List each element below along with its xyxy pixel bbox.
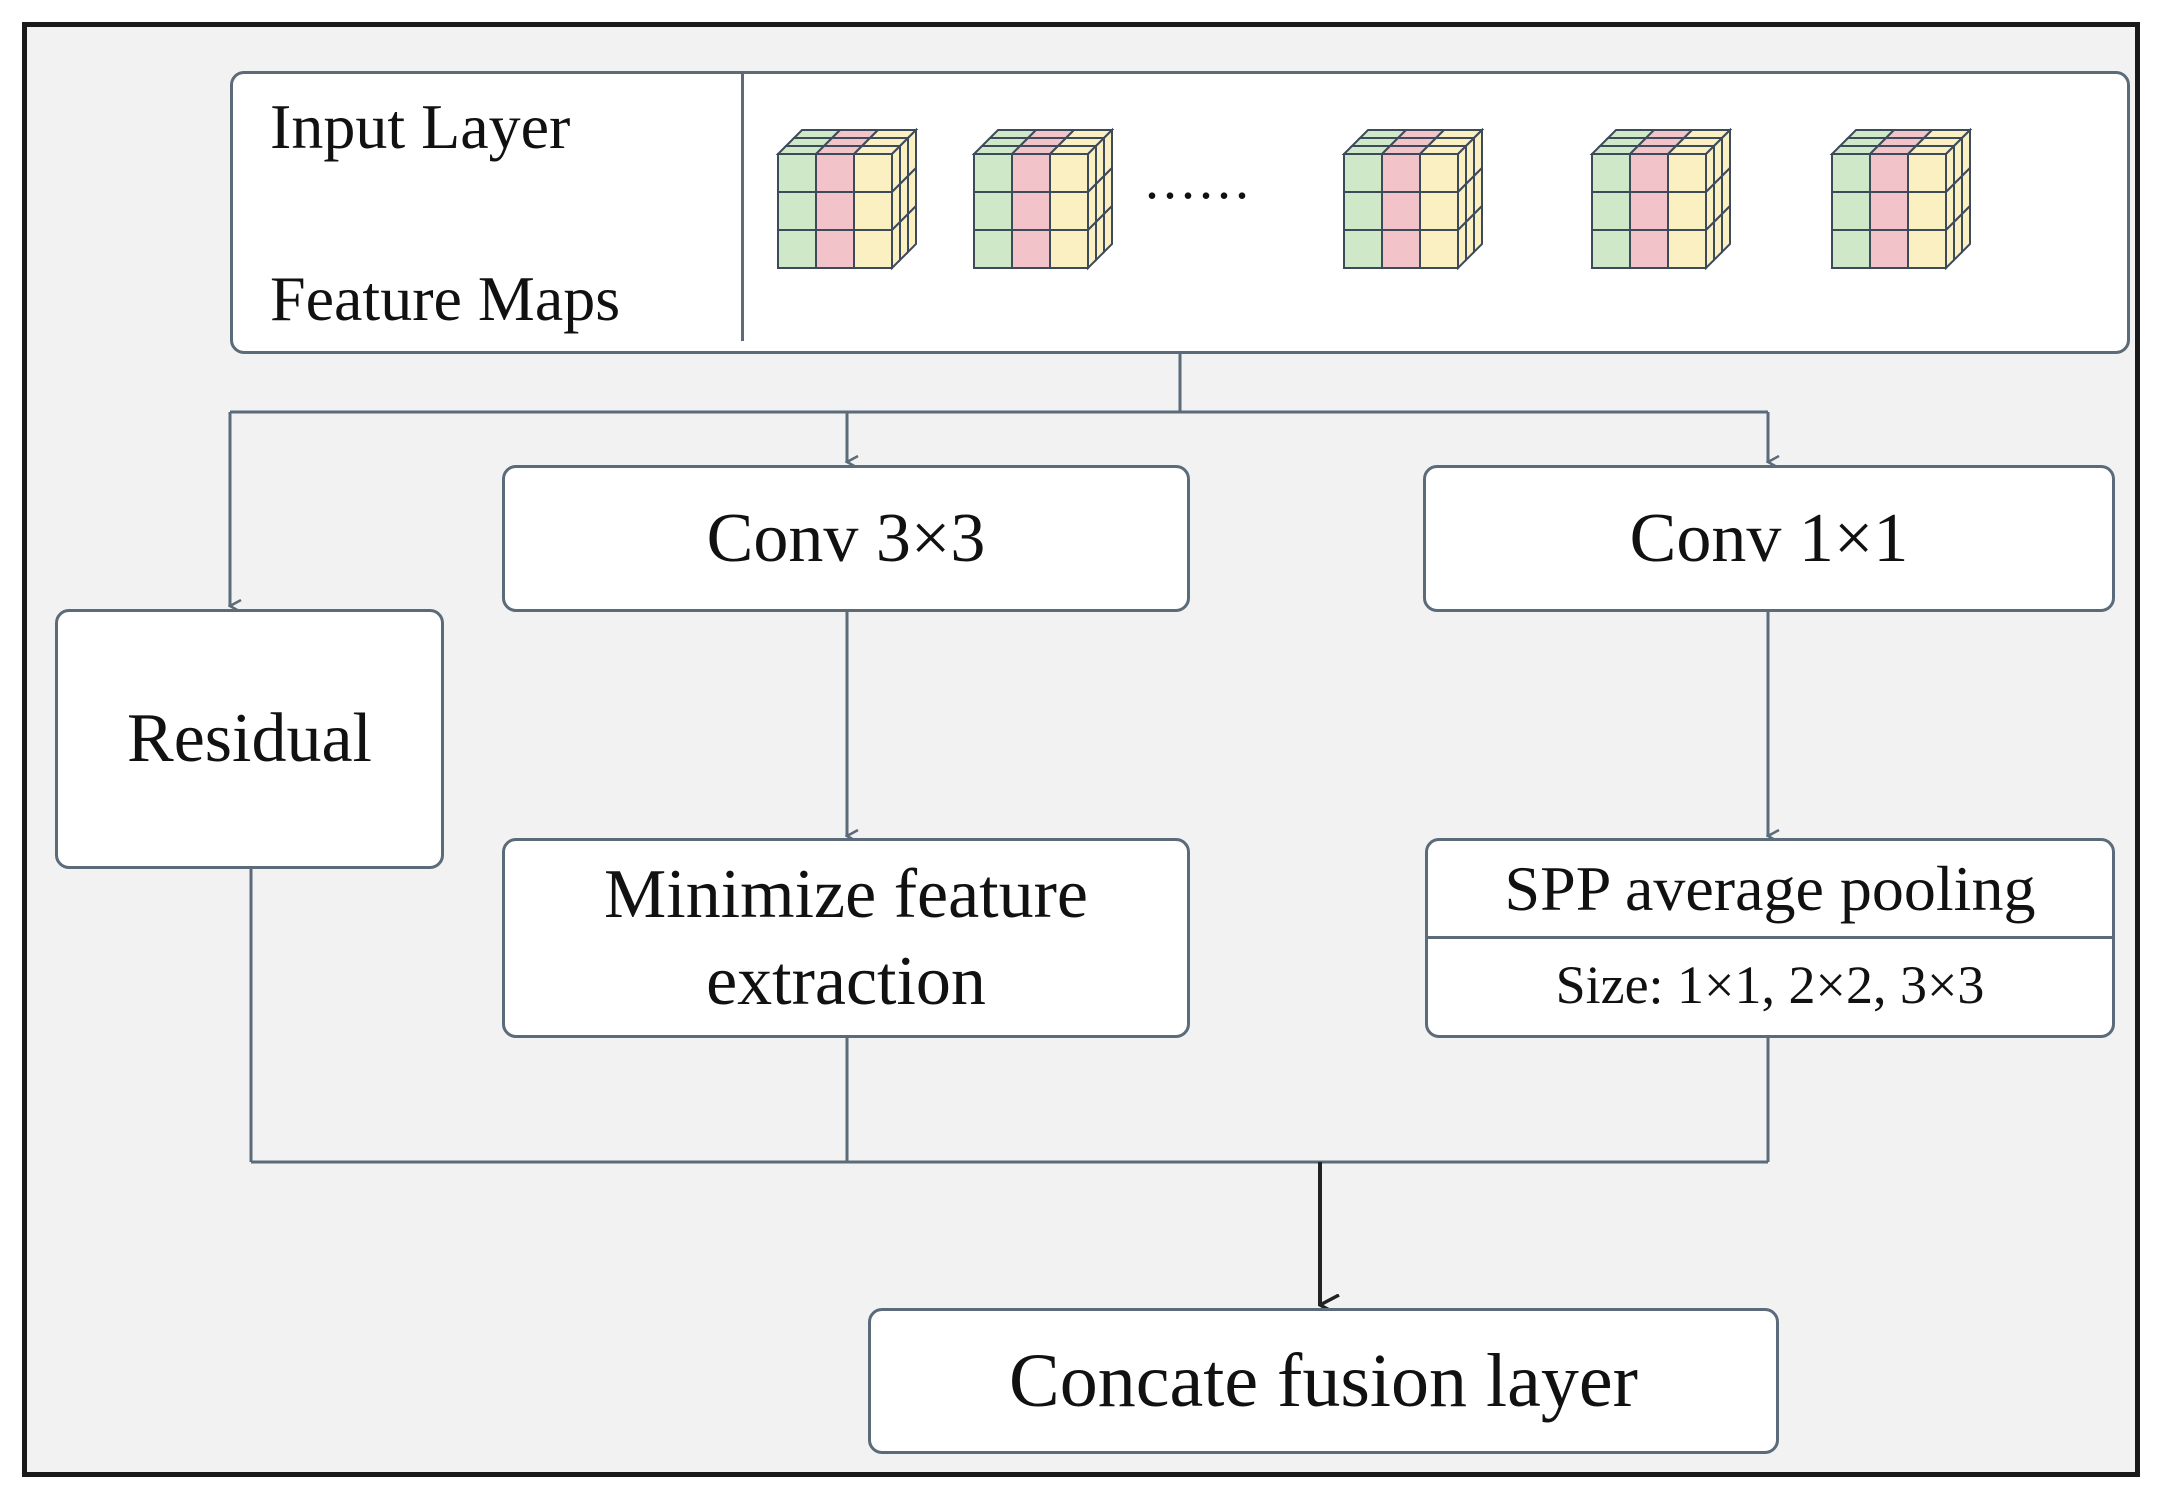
feature-maps-label: Feature Maps [270, 263, 621, 334]
spp-sizes: Size: 1×1, 2×2, 3×3 [1555, 955, 1985, 1015]
residual-box: Residual [55, 609, 444, 869]
input-divider [741, 71, 744, 341]
residual-label: Residual [127, 700, 372, 778]
feature-cube-5 [1829, 127, 1973, 271]
minimize-label: Minimize feature extraction [604, 855, 1088, 1021]
conv3-label: Conv 3×3 [706, 499, 986, 577]
spp-title: SPP average pooling [1428, 841, 2112, 939]
feature-cube-1 [775, 127, 919, 271]
feature-cube-4 [1589, 127, 1733, 271]
conv1-box: Conv 1×1 [1423, 465, 2115, 612]
feature-cube-2 [971, 127, 1115, 271]
concat-box: Concate fusion layer [868, 1308, 1779, 1454]
input-layer-box [230, 71, 2130, 354]
minimize-box: Minimize feature extraction [502, 838, 1190, 1038]
feature-cube-3 [1341, 127, 1485, 271]
conv3-box: Conv 3×3 [502, 465, 1190, 612]
spp-box: SPP average pooling Size: 1×1, 2×2, 3×3 [1425, 838, 2115, 1038]
input-layer-title: Input Layer [270, 91, 571, 162]
concat-label: Concate fusion layer [1009, 1338, 1638, 1423]
conv1-label: Conv 1×1 [1629, 499, 1909, 577]
ellipsis: ...... [1145, 149, 1253, 211]
